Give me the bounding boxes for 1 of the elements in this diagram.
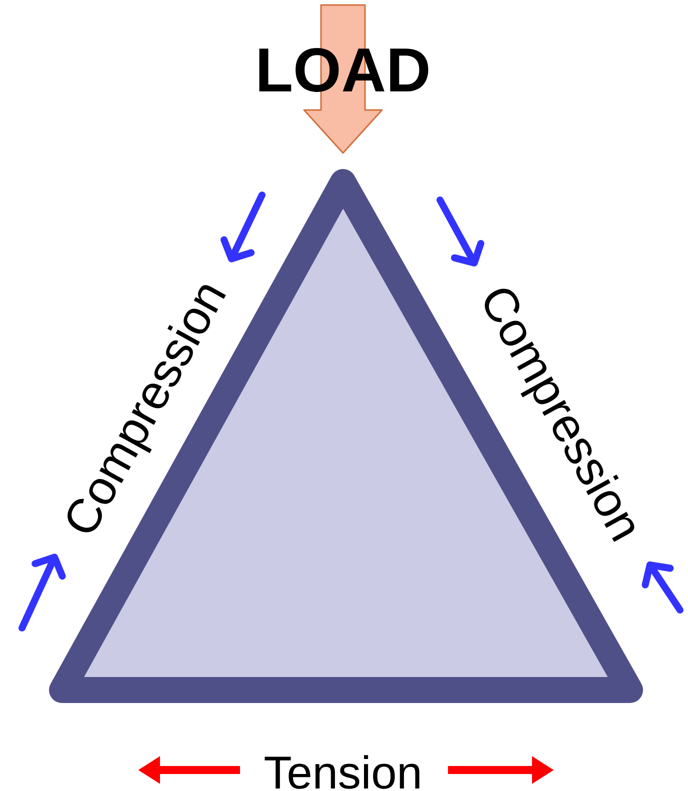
tension-label: Tension (264, 755, 420, 789)
